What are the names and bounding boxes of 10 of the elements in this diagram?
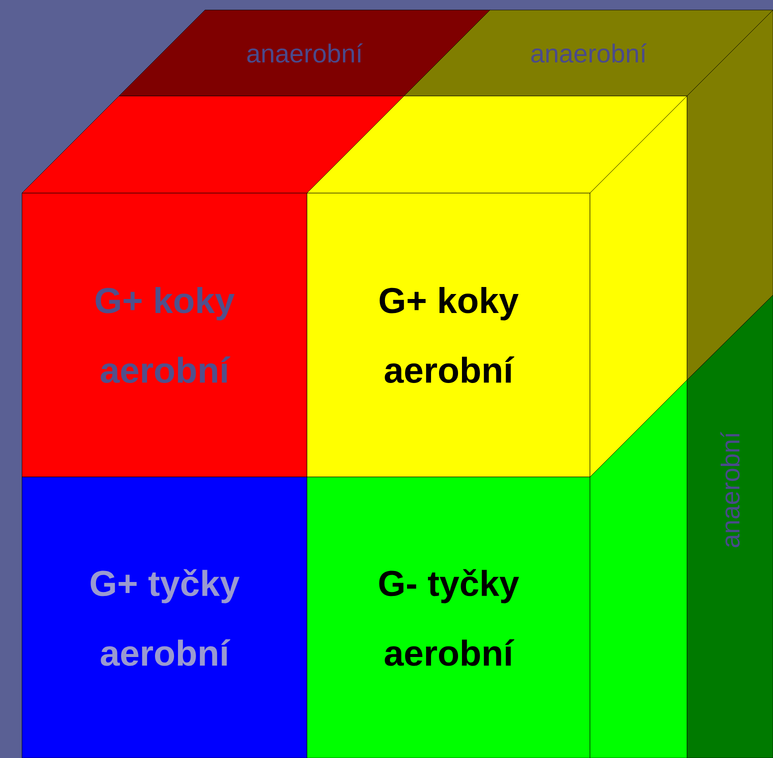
cube-face — [306, 96, 688, 194]
node-label: aerobní — [384, 639, 514, 666]
cube-face: anaerobní — [404, 10, 773, 96]
cube-face: G+ tyčky aerobní — [22, 476, 308, 758]
cube-face: anaerobní — [118, 10, 490, 96]
cube-face — [686, 10, 773, 380]
cube-face — [590, 96, 688, 478]
node-label: G- tyčky — [379, 569, 520, 604]
cube-face — [590, 380, 688, 758]
cube-face — [22, 96, 404, 194]
